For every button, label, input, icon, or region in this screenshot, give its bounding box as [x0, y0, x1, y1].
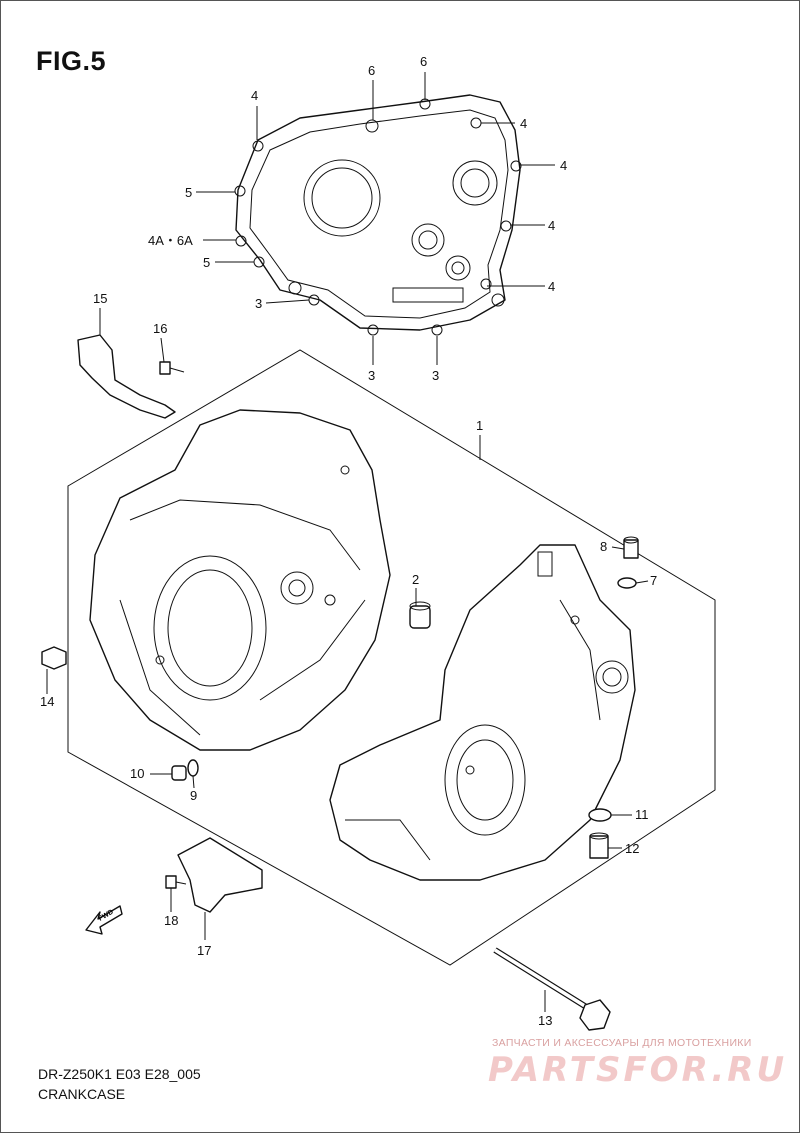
- callout-2: 2: [412, 572, 419, 587]
- callout-3: 3: [368, 368, 375, 383]
- callout-12: 12: [625, 841, 639, 856]
- callout-labels: 4 6 6 4 4 4 4 5 4A・6A 5 3 3 3 1 15 16 2 …: [40, 54, 657, 1028]
- callout-18: 18: [164, 913, 178, 928]
- callout-5: 5: [203, 255, 210, 270]
- assembly-outline-box: [67, 349, 716, 966]
- part-8-plug: [623, 536, 639, 559]
- part-15-bracket: [77, 334, 176, 419]
- part-14-nut: [41, 646, 67, 670]
- callout-6: 6: [368, 63, 375, 78]
- callout-4: 4: [560, 158, 567, 173]
- model-code: DR-Z250K1 E03 E28_005: [38, 1066, 201, 1082]
- section-name: CRANKCASE: [38, 1086, 126, 1102]
- part-13-long-bolt: [493, 947, 611, 1031]
- callout-10: 10: [130, 766, 144, 781]
- callout-11: 11: [635, 807, 649, 822]
- fwd-direction-arrow: FWD: [85, 905, 123, 935]
- crankcase-left-half: [89, 409, 391, 751]
- callout-6: 6: [420, 54, 427, 69]
- callout-7: 7: [650, 573, 657, 588]
- part-16-bolt: [159, 361, 185, 375]
- leader-lines: [46, 72, 649, 1012]
- part-7-washer: [617, 577, 637, 589]
- crankcase-gasket: [234, 94, 522, 336]
- callout-15: 15: [93, 291, 107, 306]
- part-12-bolt: [589, 832, 609, 859]
- crankcase-right-half: [329, 544, 636, 881]
- callout-4: 4: [548, 218, 555, 233]
- watermark-brand: PARTSFOR.RU: [488, 1050, 788, 1090]
- callout-16: 16: [153, 321, 167, 336]
- callout-4: 4: [548, 279, 555, 294]
- callout-3: 3: [432, 368, 439, 383]
- callout-13: 13: [538, 1013, 552, 1028]
- part-17-guard: [177, 837, 263, 913]
- callout-4: 4: [251, 88, 258, 103]
- callout-5: 5: [185, 185, 192, 200]
- part-9-washer: [187, 759, 199, 777]
- watermark-tagline: ЗАПЧАСТИ И АКСЕССУАРЫ ДЛЯ МОТОТЕХНИКИ: [492, 1037, 752, 1049]
- figure-title: FIG.5: [36, 46, 107, 76]
- callout-9: 9: [190, 788, 197, 803]
- callout-14: 14: [40, 694, 54, 709]
- callout-8: 8: [600, 539, 607, 554]
- part-11-washer: [588, 808, 612, 822]
- callout-4: 4: [520, 116, 527, 131]
- callout-4a-6a: 4A・6A: [148, 233, 193, 248]
- part-18-bolt: [165, 875, 187, 889]
- part-2-dowel: [409, 601, 431, 629]
- part-10-plug: [171, 765, 187, 781]
- callout-3: 3: [255, 296, 262, 311]
- callout-17: 17: [197, 943, 211, 958]
- callout-1: 1: [476, 418, 483, 433]
